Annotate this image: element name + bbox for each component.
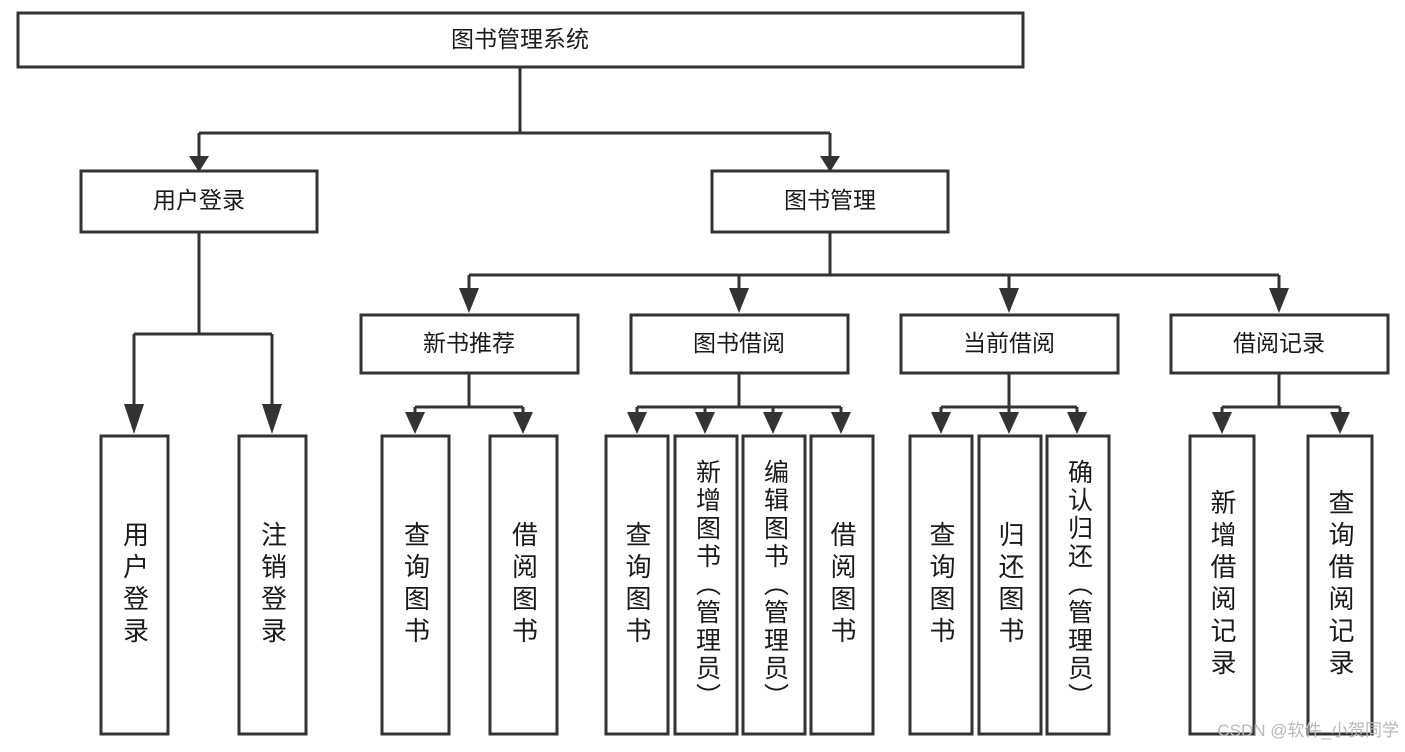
leaf-node-confirm-return-label: 确认归还（管理员）: [1064, 459, 1093, 711]
leaf-node-edit-book-box[interactable]: [741, 434, 807, 736]
node-new-book-recommend-label: 新书推荐: [423, 330, 515, 356]
leaf-node-borrow-book-recommend-label: 借阅图书: [508, 521, 539, 649]
leaf-node-add-record-label: 新增借阅记录: [1207, 489, 1238, 681]
node-root-label: 图书管理系统: [451, 26, 589, 52]
leaf-node-user-login-box[interactable]: [99, 434, 170, 736]
leaf-node-query-book-recommend-box[interactable]: [380, 434, 451, 736]
leaf-node-borrow-book-box[interactable]: [809, 434, 875, 736]
node-current-borrow-box[interactable]: [899, 313, 1120, 375]
leaf-node-add-record-box[interactable]: [1188, 434, 1256, 736]
leaf-node-query-book-recommend[interactable]: 查询图书: [380, 434, 451, 736]
leaf-node-query-book-borrow[interactable]: 查询图书: [604, 434, 670, 736]
leaf-nodes-layer: 用户登录 注销登录 查询图书 借阅图书: [99, 434, 1374, 736]
leaf-node-add-record[interactable]: 新增借阅记录: [1188, 434, 1256, 736]
node-root-box[interactable]: [16, 11, 1025, 69]
arrow-to-leaf-query-book-1: [405, 412, 425, 434]
leaf-node-add-book-box[interactable]: [673, 434, 739, 736]
leaf-node-user-login-label: 用户登录: [119, 521, 150, 649]
arrow-to-leaf-return-book: [999, 412, 1019, 434]
leaf-node-borrow-book-recommend-box[interactable]: [488, 434, 559, 736]
leaf-node-query-book-current-box[interactable]: [908, 434, 974, 736]
arrow-to-current-borrow: [999, 288, 1019, 313]
arrow-to-book-borrow: [729, 288, 749, 313]
connector-layer: [124, 67, 1350, 434]
leaf-node-edit-book-label: 编辑图书（管理员）: [760, 459, 789, 711]
leaf-node-user-login[interactable]: 用户登录: [99, 434, 170, 736]
leaf-node-borrow-book-label: 借阅图书: [827, 521, 858, 649]
node-root[interactable]: 图书管理系统: [16, 11, 1025, 69]
arrow-to-leaf-add-book: [695, 412, 715, 434]
node-book-manage[interactable]: 图书管理: [710, 169, 950, 234]
node-borrow-record-label: 借阅记录: [1233, 330, 1325, 356]
arrow-to-leaf-add-record: [1212, 412, 1232, 434]
connector-current-borrow-to-leaves: [939, 373, 1079, 415]
node-user-login-box[interactable]: [79, 169, 319, 234]
arrow-to-book-manage: [820, 156, 840, 172]
leaf-node-query-book-recommend-label: 查询图书: [400, 521, 431, 649]
leaf-node-query-book-current-label: 查询图书: [926, 521, 957, 649]
node-borrow-record-box[interactable]: [1169, 313, 1390, 375]
leaf-node-confirm-return-box[interactable]: [1045, 434, 1111, 736]
arrow-to-new-book: [459, 288, 479, 313]
node-book-borrow-label: 图书借阅: [693, 330, 785, 356]
leaf-node-query-book-borrow-label: 查询图书: [622, 521, 653, 649]
leaf-node-logout-box[interactable]: [237, 434, 308, 736]
arrow-to-leaf-borrow-book-2: [831, 412, 851, 434]
leaf-node-logout[interactable]: 注销登录: [237, 434, 308, 736]
leaf-node-borrow-book[interactable]: 借阅图书: [809, 434, 875, 736]
leaf-node-borrow-book-recommend[interactable]: 借阅图书: [488, 434, 559, 736]
node-current-borrow[interactable]: 当前借阅: [899, 313, 1120, 375]
arrow-to-leaf-query-book-2: [627, 412, 647, 434]
arrow-to-leaf-edit-book: [763, 412, 783, 434]
arrow-to-leaf-query-book-3: [931, 412, 951, 434]
node-book-manage-label: 图书管理: [784, 187, 876, 213]
connector-user-login-to-leaves: [132, 232, 274, 405]
connector-book-manage-to-level3: [467, 232, 1281, 290]
arrow-to-user-login: [189, 156, 209, 172]
connector-new-book-to-leaves: [413, 373, 525, 415]
arrow-to-borrow-record: [1269, 288, 1289, 313]
node-book-borrow[interactable]: 图书借阅: [629, 313, 850, 375]
leaf-node-return-book[interactable]: 归还图书: [977, 434, 1043, 736]
leaf-node-edit-book[interactable]: 编辑图书（管理员）: [741, 434, 807, 736]
arrow-to-leaf-user-login: [124, 404, 144, 434]
node-new-book-recommend-box[interactable]: [359, 313, 580, 375]
leaf-node-add-book-label: 新增图书（管理员）: [692, 459, 721, 711]
leaf-node-logout-label: 注销登录: [257, 521, 288, 649]
node-current-borrow-label: 当前借阅: [963, 330, 1055, 356]
leaf-node-return-book-label: 归还图书: [995, 521, 1026, 649]
leaf-node-query-record[interactable]: 查询借阅记录: [1306, 434, 1374, 736]
node-new-book-recommend[interactable]: 新书推荐: [359, 313, 580, 375]
node-user-login-label: 用户登录: [153, 187, 245, 213]
leaf-node-add-book[interactable]: 新增图书（管理员）: [673, 434, 739, 736]
leaf-node-query-record-box[interactable]: [1306, 434, 1374, 736]
connector-root-to-level2: [197, 67, 832, 157]
arrow-to-leaf-query-record: [1330, 412, 1350, 434]
connector-borrow-record-to-leaves: [1220, 373, 1342, 415]
leaf-node-query-record-label: 查询借阅记录: [1325, 489, 1356, 681]
node-book-borrow-box[interactable]: [629, 313, 850, 375]
leaf-node-return-book-box[interactable]: [977, 434, 1043, 736]
arrow-to-leaf-borrow-book-1: [513, 412, 533, 434]
node-borrow-record[interactable]: 借阅记录: [1169, 313, 1390, 375]
node-book-manage-box[interactable]: [710, 169, 950, 234]
leaf-node-query-book-current[interactable]: 查询图书: [908, 434, 974, 736]
node-user-login[interactable]: 用户登录: [79, 169, 319, 234]
connector-book-borrow-to-leaves: [635, 373, 843, 415]
arrow-to-leaf-confirm-return: [1067, 412, 1087, 434]
leaf-node-confirm-return[interactable]: 确认归还（管理员）: [1045, 434, 1111, 736]
arrow-to-leaf-logout: [262, 404, 282, 434]
leaf-node-query-book-borrow-box[interactable]: [604, 434, 670, 736]
